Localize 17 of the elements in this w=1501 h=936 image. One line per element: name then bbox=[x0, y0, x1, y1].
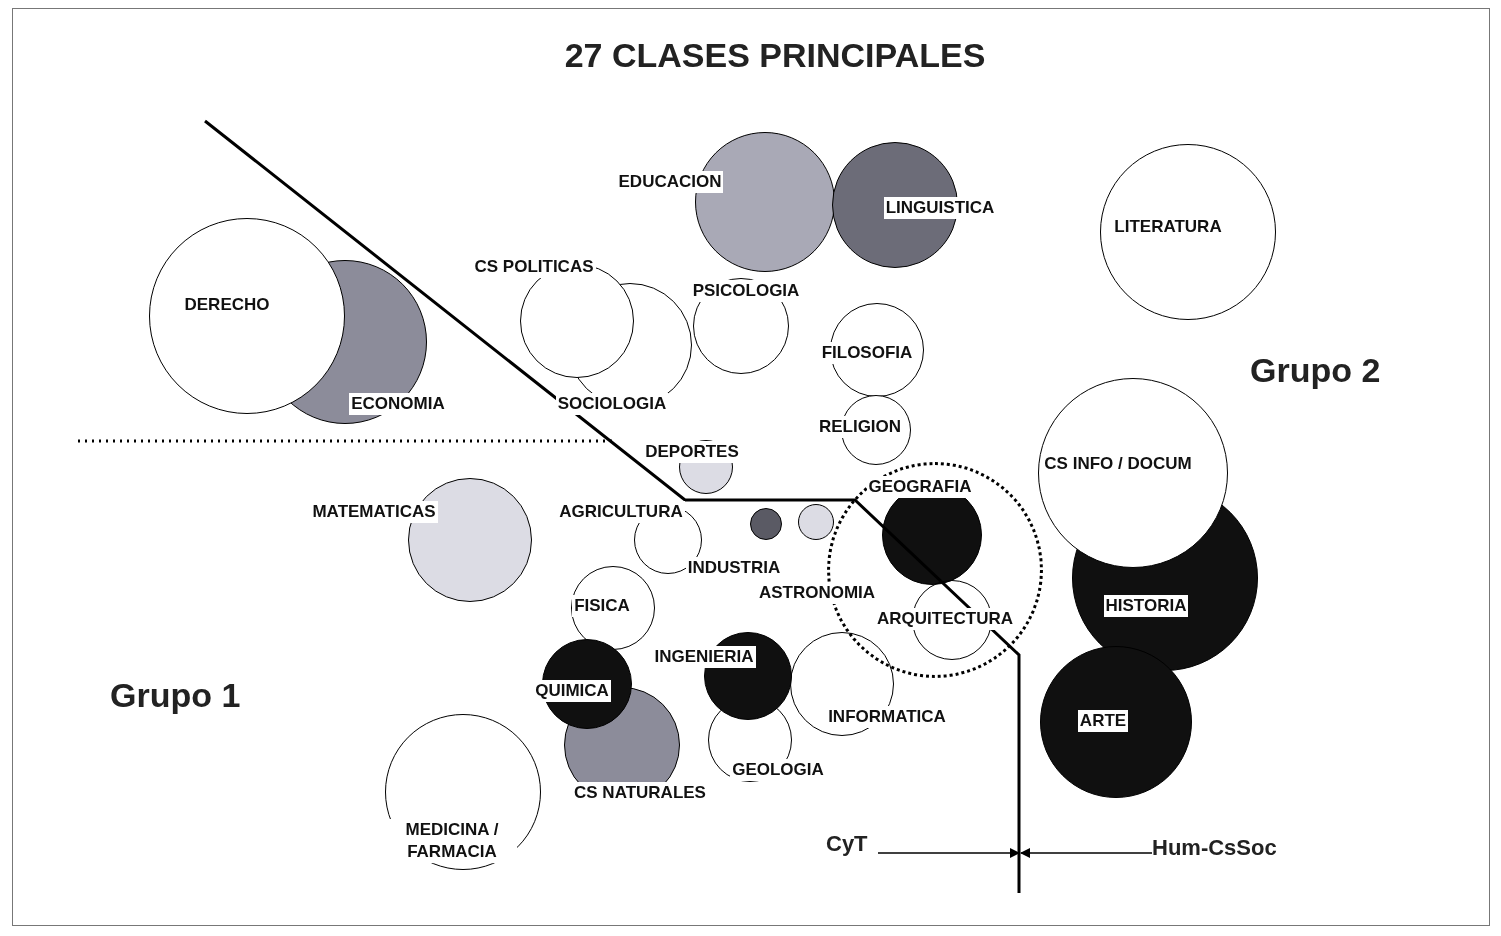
class-label: ARQUITECTURA bbox=[874, 608, 1016, 630]
class-label: FISICA bbox=[571, 595, 633, 617]
class-label: HISTORIA bbox=[1102, 595, 1190, 617]
axis-label: Hum-CsSoc bbox=[1152, 831, 1302, 861]
axis-label: CyT bbox=[826, 827, 878, 857]
arrow bbox=[1020, 848, 1153, 858]
class-label: GEOLOGIA bbox=[729, 759, 827, 781]
class-label: CS NATURALES bbox=[571, 782, 709, 804]
class-label: MEDICINA / FARMACIA bbox=[387, 817, 517, 865]
class-label: AGRICULTURA bbox=[556, 501, 686, 523]
group-label: Grupo 2 bbox=[1250, 350, 1381, 391]
class-label: SOCIOLOGIA bbox=[554, 393, 670, 415]
arrow bbox=[877, 848, 1020, 858]
group-label: Grupo 1 bbox=[110, 675, 241, 716]
class-label: ECONOMIA bbox=[348, 393, 448, 415]
title: 27 CLASES PRINCIPALES bbox=[563, 35, 987, 76]
class-label: ARTE bbox=[1076, 710, 1130, 732]
